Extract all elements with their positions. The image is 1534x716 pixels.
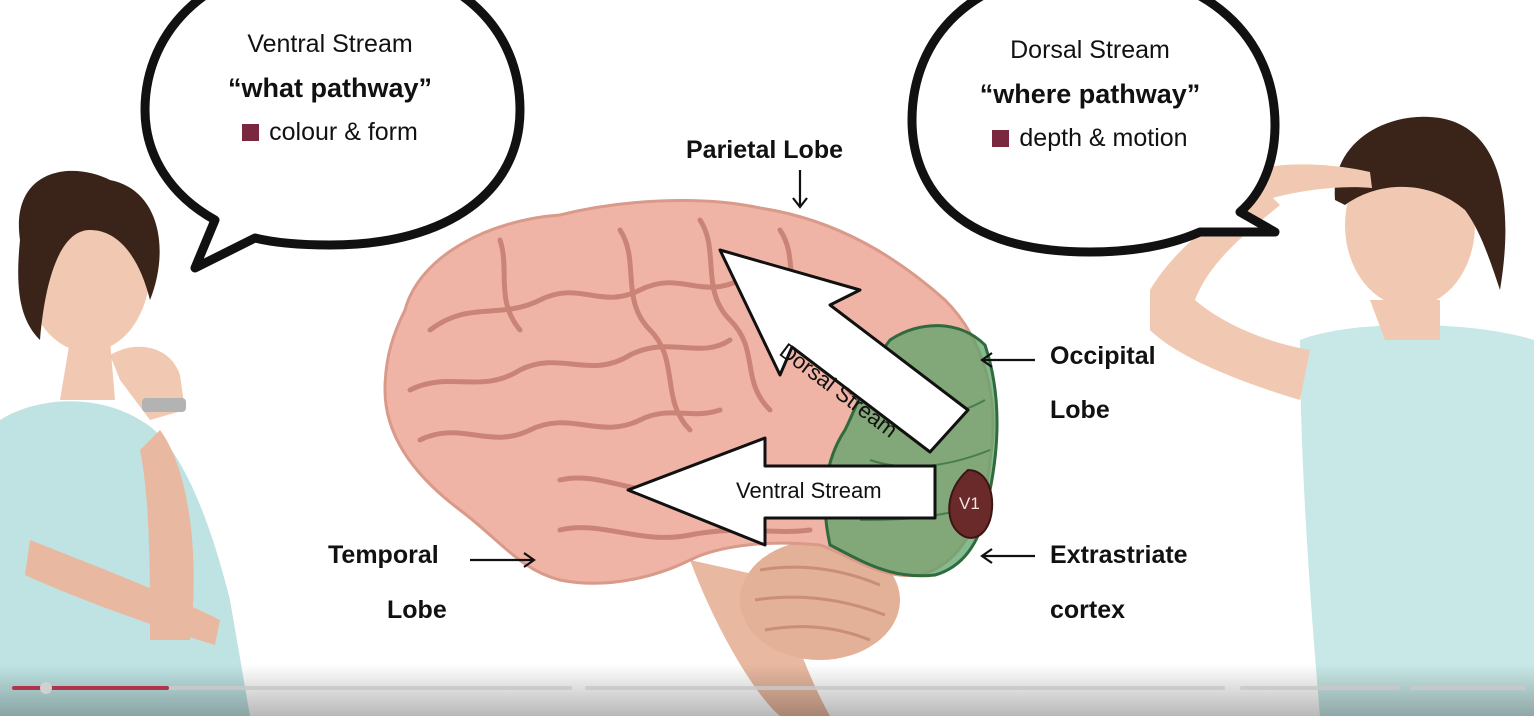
occipital-label-line1: Occipital xyxy=(1050,342,1156,370)
ventral-bullet-text: colour & form xyxy=(269,118,418,146)
ventral-speech-bubble xyxy=(140,0,525,273)
progress-track[interactable] xyxy=(12,686,572,690)
chapter-segment-3[interactable] xyxy=(1240,686,1400,690)
ventral-stream-arrow-label: Ventral Stream xyxy=(736,478,882,503)
progress-fill xyxy=(12,686,169,690)
dorsal-bubble-title: Dorsal Stream xyxy=(1010,36,1170,64)
dorsal-bullet-text: depth & motion xyxy=(1019,124,1188,152)
v1-region xyxy=(948,468,994,539)
right-presenter xyxy=(1150,116,1534,716)
extrastriate-label-line1: Extrastriate xyxy=(1050,541,1188,569)
dorsal-bubble-text: Dorsal Stream “where pathway” depth & mo… xyxy=(965,36,1215,153)
v1-label: V1 xyxy=(959,494,980,513)
ventral-bubble-title: Ventral Stream xyxy=(247,30,413,58)
dorsal-speech-bubble xyxy=(907,0,1280,257)
ventral-bubble-bullet: colour & form xyxy=(205,118,455,147)
bullet-square-icon xyxy=(992,130,1010,147)
ventral-bubble-quote: “what pathway” xyxy=(227,73,433,103)
dorsal-bubble-bullet: depth & motion xyxy=(965,124,1215,153)
dorsal-stream-arrow xyxy=(718,248,970,454)
chapter-segment-4[interactable] xyxy=(1410,686,1526,690)
extrastriate-label-line2: cortex xyxy=(1050,596,1126,624)
occipital-label-line2: Lobe xyxy=(1050,396,1110,424)
chapter-segment-2[interactable] xyxy=(585,686,1225,690)
progress-scrubber-handle[interactable] xyxy=(40,682,52,694)
left-presenter xyxy=(0,170,250,716)
label-pointers xyxy=(470,170,1035,568)
brainstem xyxy=(690,540,900,716)
temporal-label-line2: Lobe xyxy=(387,596,447,624)
dorsal-bubble-quote: “where pathway” xyxy=(979,79,1201,109)
ventral-bubble-text: Ventral Stream “what pathway” colour & f… xyxy=(205,30,455,147)
bullet-square-icon xyxy=(242,124,260,141)
parietal-lobe-label: Parietal Lobe xyxy=(686,136,843,164)
temporal-label-line1: Temporal xyxy=(328,541,439,569)
video-player-controls xyxy=(0,664,1534,716)
ventral-stream-arrow xyxy=(626,436,937,547)
